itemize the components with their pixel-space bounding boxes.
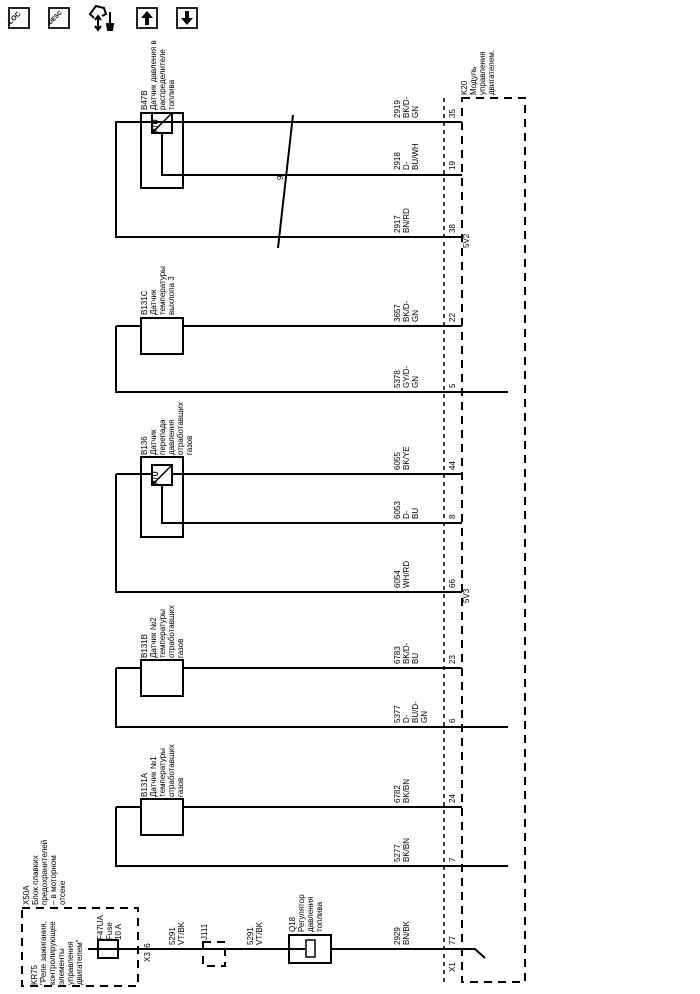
- splice-9-line: [277, 114, 294, 249]
- down-arrow-button[interactable]: [176, 7, 198, 29]
- wire-2918: [161, 133, 462, 176]
- ecm-box: [461, 97, 526, 983]
- pin-label: 77: [448, 936, 457, 945]
- wire-5377: [115, 668, 508, 728]
- b131b-box: [140, 659, 184, 697]
- pin-label: 8: [448, 514, 457, 519]
- pin-label: 35: [448, 109, 457, 118]
- loc-button[interactable]: LOC: [7, 7, 30, 29]
- pin-label: 44: [448, 461, 457, 470]
- wire-5378: [115, 326, 508, 393]
- b131a-box: [140, 798, 184, 836]
- wire-6053: [161, 485, 462, 524]
- ref-5v3: 5V3: [462, 588, 471, 603]
- x1-label: X1: [448, 962, 457, 972]
- kr75-box: [21, 907, 139, 987]
- wire-5277: [115, 807, 508, 867]
- wire-2917: [115, 121, 462, 238]
- ecm-switch: [462, 948, 486, 959]
- desc-button[interactable]: DESC: [48, 7, 70, 29]
- b131c-box: [140, 317, 184, 355]
- pin-label: 7: [448, 857, 457, 862]
- b136-pu-symbol-text: P/U: [153, 470, 160, 485]
- x3-label: X3 6: [143, 943, 152, 962]
- pin-label: 24: [448, 794, 457, 803]
- j111-box: [202, 941, 226, 967]
- ref-5v2: 5V2: [462, 233, 471, 248]
- b136-box: [140, 456, 184, 538]
- up-arrow-button[interactable]: [136, 7, 158, 29]
- pin-label: 5: [448, 383, 457, 388]
- b47b-pu-symbol-text: P/U: [153, 118, 160, 133]
- pin-label: 22: [448, 313, 457, 322]
- pin-label: 6: [448, 718, 457, 723]
- wire-6054: [115, 474, 462, 593]
- pin-label: 23: [448, 655, 457, 664]
- arrow-down-icon: [181, 11, 193, 25]
- arrow-up-icon: [141, 11, 153, 25]
- wrench-up-down-icon[interactable]: [88, 4, 118, 32]
- splice-9-label: 9: [276, 175, 285, 180]
- pin-label: 19: [448, 161, 457, 170]
- kr75-label: KR75"Реле зажигания, контролирующее элем…: [30, 921, 84, 985]
- j111-label: J111: [200, 923, 209, 940]
- pin-label: 38: [448, 224, 457, 233]
- pin-label: 66: [448, 579, 457, 588]
